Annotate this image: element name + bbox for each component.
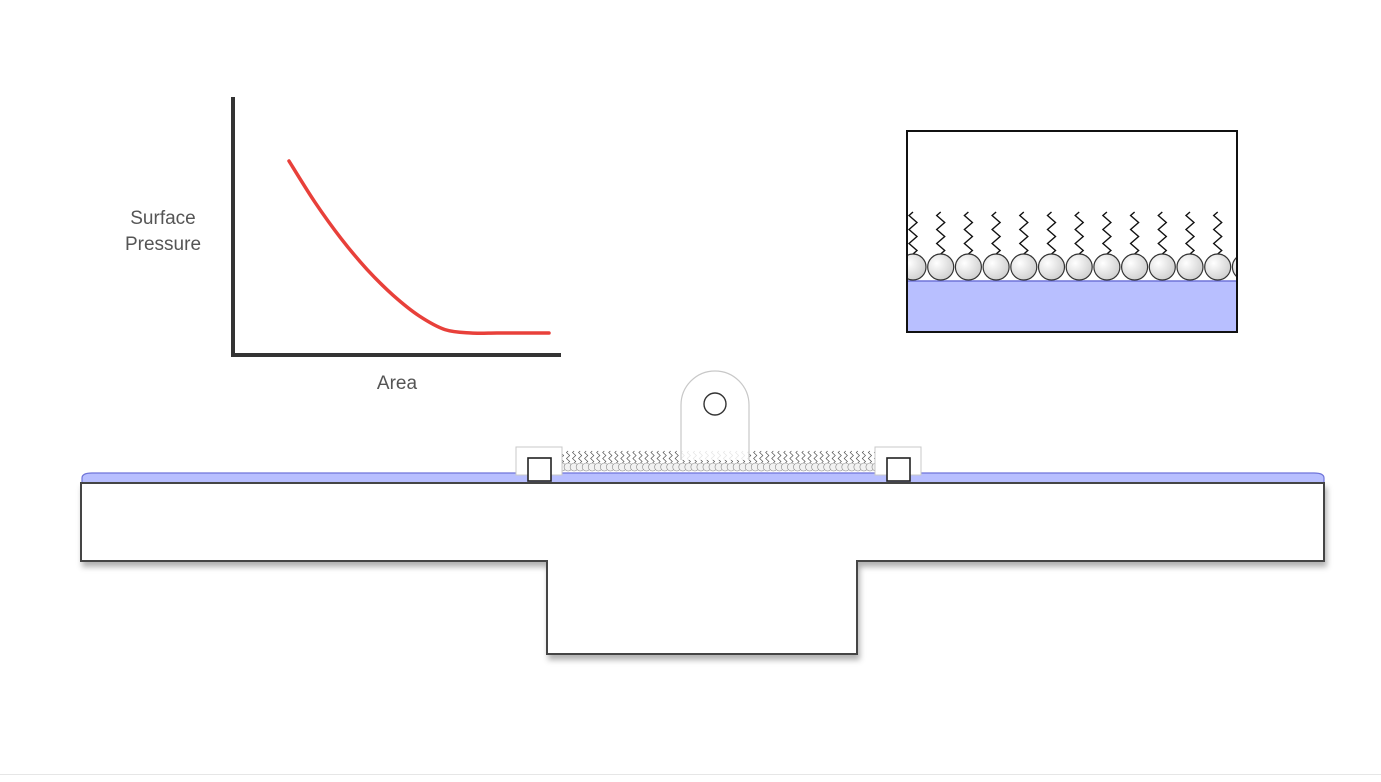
lipid-head — [1204, 253, 1232, 281]
isotherm-graph: Surface Pressure Area — [125, 97, 561, 394]
lipid-head — [1093, 253, 1121, 281]
bottom-rule — [0, 774, 1381, 775]
isotherm-curve — [287, 159, 551, 336]
lipid-molecule — [927, 211, 955, 281]
lipid-tail — [1046, 211, 1057, 255]
y-axis-label-line2: Pressure — [125, 234, 201, 255]
y-axis-label-line1: Surface — [130, 208, 195, 229]
lipid-head — [954, 253, 983, 281]
film-molecule — [811, 450, 820, 472]
lipid-head — [1260, 254, 1286, 280]
lipid-tail — [1101, 211, 1112, 255]
lipid-molecule — [1120, 211, 1149, 281]
lipid-tail — [1074, 211, 1085, 255]
film-molecule — [666, 450, 676, 472]
monolayer-inset — [872, 130, 1286, 333]
trough-body — [80, 482, 1325, 655]
lipid-molecule — [872, 212, 898, 280]
lipid-molecule — [954, 211, 983, 281]
lipid-molecule — [1065, 211, 1093, 281]
film-molecule — [606, 450, 615, 472]
lipid-molecule — [1260, 212, 1286, 280]
lipid-tail — [1269, 212, 1277, 254]
lipid-tail — [1129, 211, 1140, 255]
film-molecule — [660, 450, 669, 472]
lipid-head — [1010, 253, 1038, 281]
left-barrier-icon — [515, 446, 563, 482]
lipid-molecule — [1231, 212, 1249, 278]
lipid-tail — [1212, 211, 1223, 255]
lipid-head — [1176, 253, 1204, 281]
film-molecule — [563, 450, 573, 472]
lipid-molecule — [1148, 211, 1176, 281]
lipid-molecule — [1037, 211, 1066, 281]
lipid-head — [1148, 253, 1176, 281]
film-molecule — [859, 450, 869, 472]
film-molecule — [853, 450, 863, 472]
lipid-tail — [907, 211, 919, 255]
right-barrier-icon — [874, 446, 922, 482]
lipid-tail — [1157, 211, 1168, 255]
lipid-head — [982, 253, 1010, 281]
lipid-molecule — [907, 211, 927, 281]
lipid-head — [1037, 253, 1066, 281]
film-molecule — [630, 450, 639, 472]
lipid-tail — [935, 211, 946, 255]
lipid-tail — [1241, 212, 1249, 254]
lipid-head — [1120, 253, 1149, 281]
film-molecule — [847, 450, 857, 472]
lipid-tail — [1018, 211, 1029, 255]
lipid-head — [907, 253, 927, 281]
lipid-molecule — [1204, 211, 1232, 281]
film-molecule — [575, 450, 585, 472]
film-molecule — [835, 450, 845, 472]
langmuir-trough — [80, 370, 1325, 655]
lipid-molecule — [1093, 211, 1121, 281]
lipid-tail — [991, 211, 1002, 255]
film-molecule — [775, 450, 784, 472]
lipid-tail — [963, 211, 974, 255]
lipid-head — [927, 253, 955, 281]
plate-hole-icon — [703, 392, 727, 416]
inset-molecules — [872, 211, 1286, 281]
lipid-head — [872, 254, 898, 280]
lipid-head — [1065, 253, 1093, 281]
trough-water — [81, 472, 1325, 484]
lipid-molecule — [1010, 211, 1038, 281]
lipid-molecule — [1176, 211, 1204, 281]
lipid-molecule — [982, 211, 1010, 281]
lipid-tail — [1184, 211, 1196, 255]
wilhelmy-plate-icon — [680, 370, 750, 460]
film-molecule — [593, 450, 603, 472]
film-molecule — [599, 450, 609, 472]
lipid-tail — [881, 212, 889, 254]
film-molecule — [654, 450, 663, 472]
x-axis-label: Area — [377, 373, 418, 394]
inset-frame — [906, 130, 1238, 333]
lipid-head — [1231, 256, 1237, 278]
film-molecule — [769, 450, 778, 472]
film-molecule — [624, 450, 633, 472]
inset-subphase — [907, 280, 1237, 332]
